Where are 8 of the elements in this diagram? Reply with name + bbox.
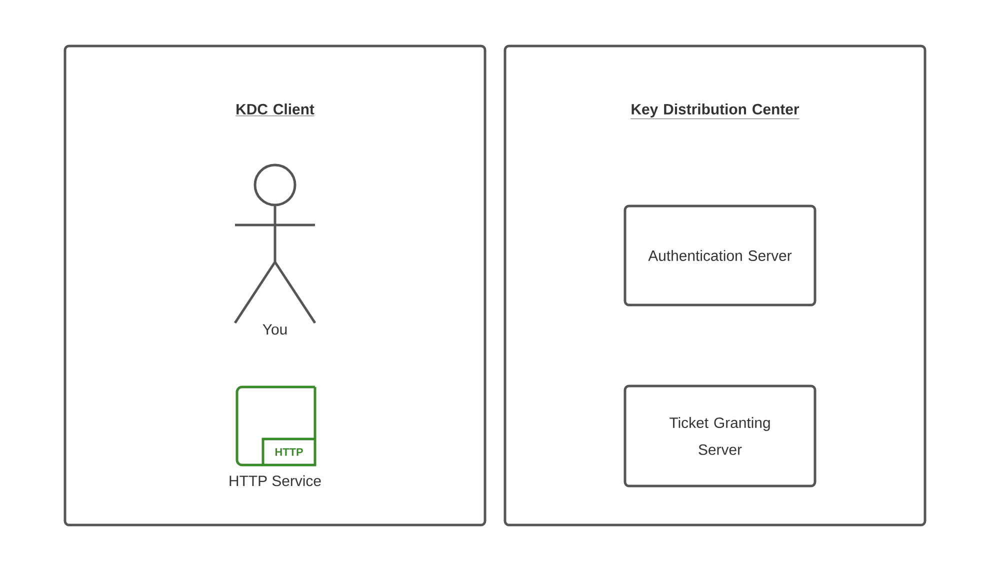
panel-heading: KDC Client (235, 104, 315, 116)
panel-heading: Key Distribution Center (630, 104, 800, 120)
panel-box (64, 44, 486, 526)
panel-box (504, 44, 926, 526)
server-box: Authentication Server (624, 204, 816, 306)
server-box: Ticket Granting Server (624, 384, 816, 488)
service-label: HTTP Service (230, 475, 321, 486)
person-figure: You (234, 164, 316, 335)
